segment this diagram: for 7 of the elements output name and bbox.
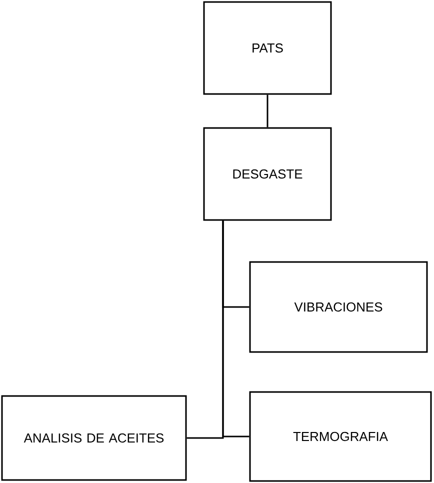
connector-line bbox=[266, 94, 268, 128]
process-box: TERMOGRAFIA bbox=[249, 391, 432, 482]
connector-line bbox=[186, 220, 224, 439]
process-box: VIBRACIONES bbox=[249, 261, 428, 353]
process-box: PATS bbox=[203, 1, 332, 95]
process-box: ANALISIS DE ACEITES bbox=[1, 395, 187, 481]
process-box: DESGASTE bbox=[203, 127, 332, 221]
